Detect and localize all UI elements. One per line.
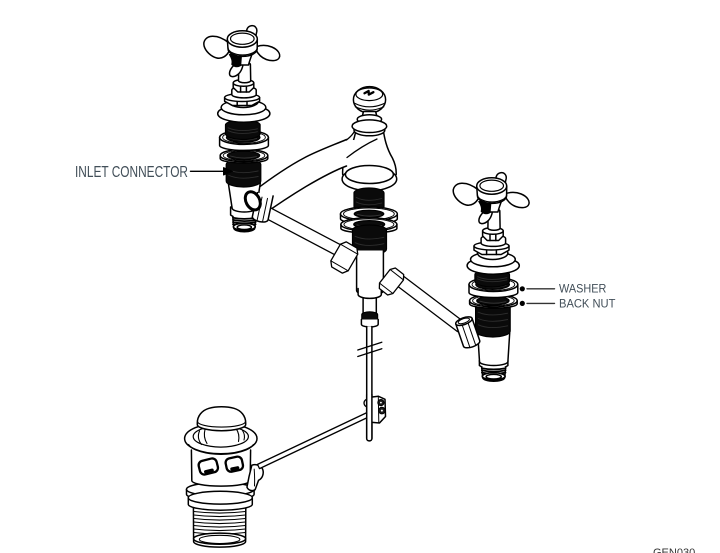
svg-text:WASHER: WASHER [559,282,607,296]
svg-text:GEN030: GEN030 [653,547,695,553]
svg-text:BACK NUT: BACK NUT [559,296,616,310]
svg-text:INLET CONNECTOR: INLET CONNECTOR [75,164,188,181]
